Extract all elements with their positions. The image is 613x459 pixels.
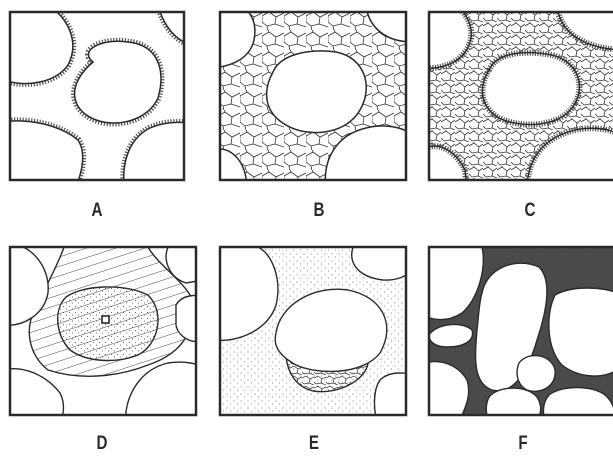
nucleus-grain	[102, 316, 109, 323]
sand-grain	[8, 121, 83, 182]
sand-grain	[267, 51, 367, 133]
sand-grain	[124, 122, 186, 182]
panel-a	[8, 10, 186, 182]
panel-label-f: F	[507, 433, 539, 455]
panel-label-e: E	[298, 433, 330, 455]
sand-grain	[158, 10, 186, 45]
panel-label-b: B	[303, 200, 335, 222]
panel-label-c: C	[514, 200, 546, 222]
panel-label-d: D	[86, 433, 118, 455]
sand-grain	[374, 373, 408, 417]
sand-grain	[8, 369, 63, 417]
panel-f	[427, 245, 613, 417]
sand-grain	[75, 41, 161, 123]
sand-grain	[126, 362, 198, 417]
panel-b	[218, 10, 408, 182]
panel-d	[8, 245, 198, 417]
sand-grain	[486, 388, 540, 417]
panel-c	[427, 10, 613, 182]
sand-grain	[517, 356, 555, 392]
panel-label-a: A	[81, 200, 113, 222]
panel-e	[218, 245, 408, 417]
